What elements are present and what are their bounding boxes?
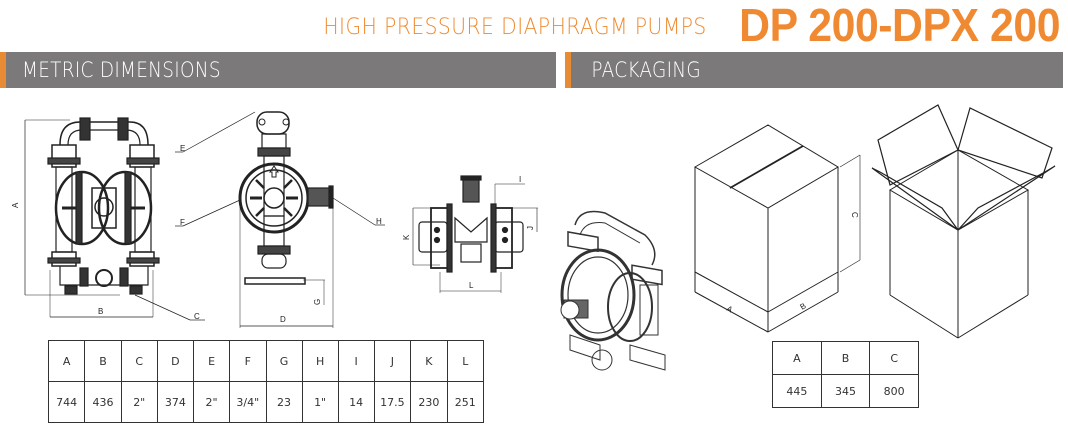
- header-cell: B: [820, 341, 871, 375]
- value-cell: 800: [869, 374, 919, 408]
- dimension-label-c: C: [194, 312, 200, 321]
- header-cell: C: [120, 340, 158, 382]
- dimension-label-e: E: [180, 144, 185, 153]
- dimension-label-k: K: [402, 234, 411, 240]
- header-cell: D: [156, 340, 195, 382]
- closed-box-drawing: A B C: [693, 124, 861, 333]
- header-cell: B: [84, 340, 122, 382]
- value-cell: 251: [446, 381, 485, 423]
- value-cell: 445: [772, 374, 822, 408]
- dimension-label-h: H: [376, 217, 382, 226]
- value-cell: 1": [301, 381, 339, 423]
- value-cell: 14: [337, 381, 375, 423]
- header-cell: A: [47, 340, 86, 382]
- header-cell: E: [193, 340, 231, 382]
- product-model: DP 200-DPX 200: [739, 0, 1060, 51]
- value-cell: 744: [47, 381, 86, 423]
- packaging-header: PACKAGING: [565, 52, 1063, 88]
- header-cell: F: [229, 340, 267, 382]
- box-dimension-label-c: C: [850, 212, 859, 218]
- packaging-dimensions-table: A B C 445 345 800: [772, 341, 919, 408]
- dimension-label-i: I: [519, 175, 521, 184]
- header-cell: L: [446, 340, 485, 382]
- metric-dimensions-table: A B C D E F G H I J K L 744 436 2" 374 2…: [47, 340, 485, 423]
- value-cell: 230: [410, 381, 448, 423]
- table-row: 744 436 2" 374 2" 3/4" 23 1" 14 17.5 230…: [47, 381, 485, 423]
- metric-dimensions-header: METRIC DIMENSIONS: [0, 52, 556, 88]
- header-cell: I: [337, 340, 375, 382]
- value-cell: 436: [84, 381, 122, 423]
- dimension-label-a: A: [11, 202, 20, 208]
- header-cell: K: [410, 340, 448, 382]
- pump-isometric-image: [560, 210, 666, 371]
- value-cell: 2": [193, 381, 231, 423]
- accent-bar: [565, 52, 571, 88]
- value-cell: 345: [820, 374, 871, 408]
- table-header-row: A B C: [772, 341, 919, 375]
- value-cell: 3/4": [229, 381, 267, 423]
- table-row: 445 345 800: [772, 374, 919, 408]
- pump-top-view-drawing: I J K L: [402, 175, 538, 293]
- pump-side-view-drawing: E F H G D: [175, 111, 385, 328]
- dimension-label-l: L: [469, 281, 474, 290]
- table-header-row: A B C D E F G H I J K L: [47, 340, 485, 382]
- value-cell: 23: [265, 381, 303, 423]
- page-title: HIGH PRESSURE DIAPHRAGM PUMPS DP 200-DPX…: [290, 0, 1061, 51]
- pump-front-view-drawing: A B C: [11, 117, 205, 321]
- box-dimension-label-a: A: [725, 304, 735, 315]
- dimension-label-b: B: [98, 307, 103, 316]
- value-cell: 2": [120, 381, 158, 423]
- open-box-drawing: [871, 104, 1056, 339]
- box-dimension-label-b: B: [799, 301, 808, 311]
- section-title: METRIC DIMENSIONS: [22, 58, 221, 82]
- dimension-label-f: F: [180, 218, 185, 227]
- header-cell: C: [869, 341, 919, 375]
- dimension-label-d: D: [280, 315, 286, 324]
- value-cell: 374: [156, 381, 195, 423]
- product-subtitle: HIGH PRESSURE DIAPHRAGM PUMPS: [323, 15, 707, 40]
- header-cell: A: [772, 341, 822, 375]
- dimension-label-g: G: [313, 299, 322, 305]
- value-cell: 17.5: [373, 381, 412, 423]
- accent-bar: [0, 52, 6, 88]
- dimension-label-j: J: [526, 226, 535, 230]
- header-cell: H: [301, 340, 339, 382]
- section-title: PACKAGING: [591, 58, 701, 82]
- header-cell: J: [373, 340, 412, 382]
- header-cell: G: [265, 340, 303, 382]
